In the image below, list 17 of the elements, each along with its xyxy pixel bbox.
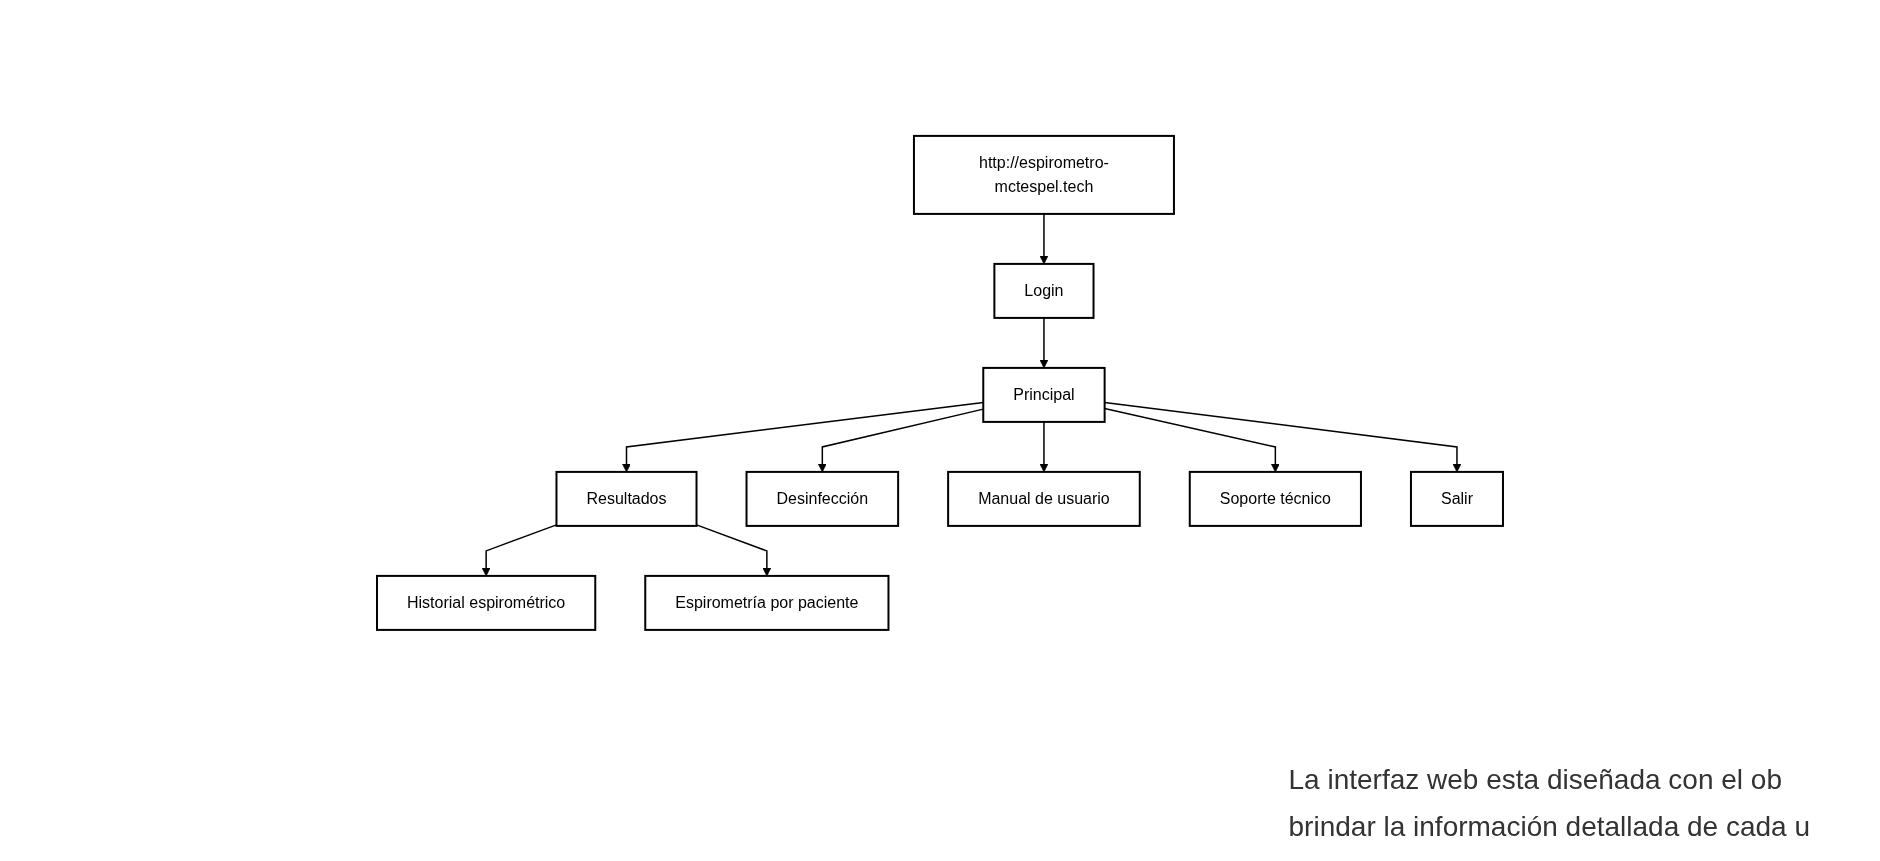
arrow [1039,317,1049,369]
paragraph-text: brindar la información detallada de cada u [1288,810,1810,845]
node-box: Manual de usuario [947,470,1141,527]
paragraph-text: La interfaz web esta diseñada con el ob [1288,762,1783,797]
node-box: Desinfección [745,470,900,527]
arrow [481,524,558,577]
node-box: http://espirometro-mctespel.tech [912,134,1175,215]
node-box: Resultados [555,470,698,527]
node-box: Salir [1409,470,1504,527]
arrow [695,524,772,577]
node-box: Soporte técnico [1188,470,1362,527]
node-box: Espirometría por paciente [644,574,890,631]
node-box: Principal [982,366,1106,423]
arrow [1039,421,1049,473]
node-box: Historial espirométrico [376,574,597,631]
node-box: Login [993,262,1095,319]
arrow [1039,213,1049,265]
